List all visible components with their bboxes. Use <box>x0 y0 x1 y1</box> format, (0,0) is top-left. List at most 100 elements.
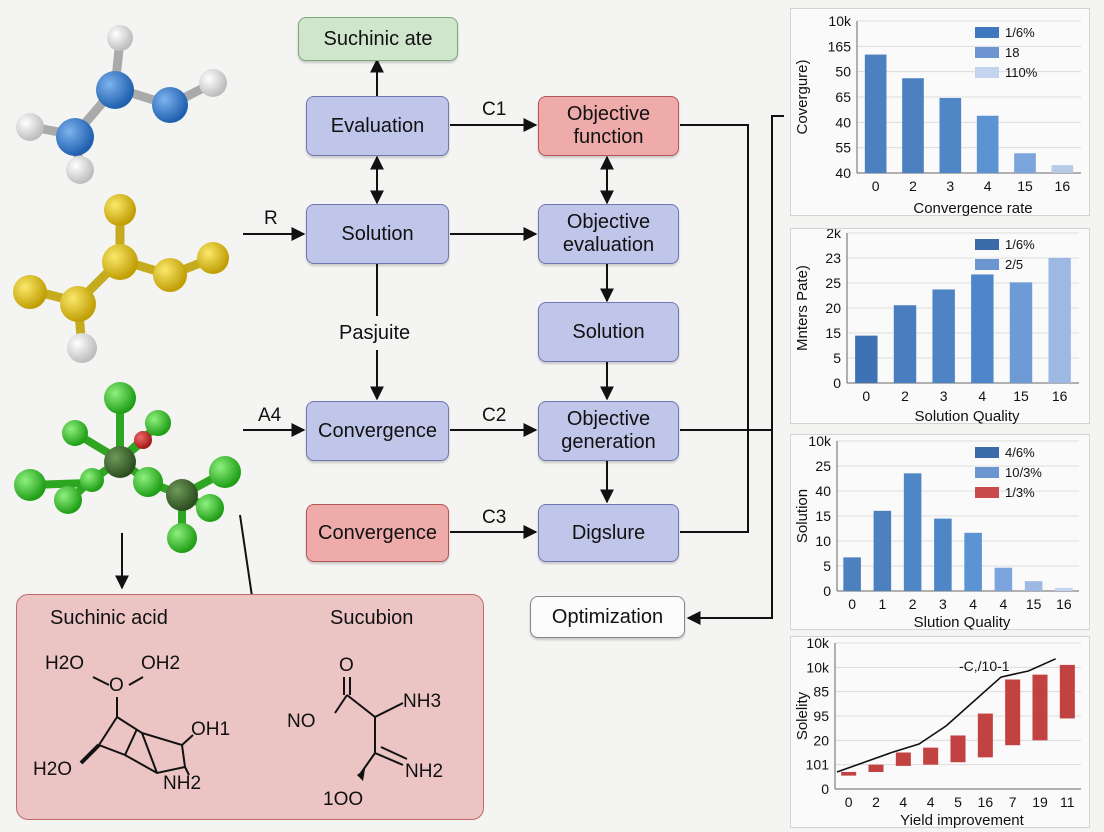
chart-range-bar <box>1032 674 1048 741</box>
y-axis-label: Mnters Pate) <box>794 265 811 351</box>
chart-bar <box>964 532 982 591</box>
x-axis-label: Yield improvement <box>900 812 1024 829</box>
chem-label-nh3: NH3 <box>403 691 442 712</box>
node-digslure: Digslure <box>538 504 679 562</box>
chem-label-oh2: OH2 <box>141 653 181 674</box>
chem-label-o: O <box>109 675 124 696</box>
y-tick-label: 10k <box>806 637 830 651</box>
x-tick-label: 3 <box>946 178 954 194</box>
y-tick-label: 15 <box>825 325 841 341</box>
node-solution-right: Solution <box>538 302 679 362</box>
x-axis-label: Solution Quality <box>914 408 1020 425</box>
legend-swatch <box>975 487 999 498</box>
x-tick-label: 0 <box>872 178 880 194</box>
chart-range-bar <box>1005 679 1021 746</box>
chem-label-h2o-top: H2O <box>45 653 85 674</box>
x-tick-label: 0 <box>848 596 856 612</box>
x-tick-label: 4 <box>999 596 1007 612</box>
arrow-to-optimization <box>686 115 784 625</box>
line-right-collector <box>680 124 749 533</box>
y-tick-label: 55 <box>835 140 851 156</box>
x-tick-label: 4 <box>969 596 977 612</box>
chart-bar <box>873 510 892 591</box>
x-tick-label: 5 <box>954 794 962 810</box>
node-objective-generation: Objective generation <box>538 401 679 461</box>
x-tick-label: 15 <box>1017 178 1033 194</box>
y-tick-label: 25 <box>825 275 841 291</box>
legend-label: 1/6% <box>1005 25 1035 40</box>
y-tick-label: 85 <box>813 684 829 700</box>
y-axis-label: Covergure) <box>794 59 811 134</box>
chart-bar <box>893 305 917 383</box>
x-tick-label: 4 <box>927 794 935 810</box>
chart-bar <box>1048 257 1071 383</box>
x-tick-label: 1 <box>878 596 886 612</box>
y-tick-label: 95 <box>813 708 829 724</box>
chart-range-bar <box>923 747 939 765</box>
edge-label-r: R <box>264 208 278 229</box>
node-label: Solution <box>341 222 414 245</box>
chem-label-no: NO <box>287 711 316 732</box>
legend-swatch <box>975 239 999 250</box>
y-tick-label: 50 <box>835 64 851 80</box>
node-label: Digslure <box>571 521 646 544</box>
yellow-molecule-icon <box>13 194 229 363</box>
legend-swatch <box>975 27 999 38</box>
x-tick-label: 16 <box>1052 388 1068 404</box>
chart-trend-line <box>836 658 1056 773</box>
legend-label: 1/6% <box>1005 237 1035 252</box>
y-tick-label: 0 <box>833 375 841 391</box>
node-label: Suchinic ate <box>323 27 433 50</box>
node-convergence-red: Convergence <box>306 504 449 562</box>
chart-bar <box>932 289 955 383</box>
edge-label-c3: C3 <box>482 507 507 528</box>
x-tick-label: 3 <box>939 596 947 612</box>
chart-bar <box>1024 581 1043 591</box>
chart-bar <box>934 518 952 591</box>
edge-label-pasjuite: Pasjuite <box>339 322 411 344</box>
x-tick-label: 4 <box>984 178 992 194</box>
node-objective-evaluation: Objective evaluation <box>538 204 679 264</box>
y-tick-label: 5 <box>833 350 841 366</box>
chart-annotation: -C,/10-1 <box>959 658 1010 674</box>
chart-range-bar <box>977 713 993 758</box>
y-tick-label: 15 <box>815 508 831 524</box>
node-objective-function: Objective function <box>538 96 679 156</box>
chart-bar <box>864 54 887 173</box>
x-tick-label: 16 <box>1055 178 1071 194</box>
y-axis-label: Solelity <box>794 691 811 740</box>
reaction-panel: Suchinic acid Sucubion <box>16 594 484 820</box>
y-tick-label: 0 <box>823 583 831 599</box>
x-tick-label: 16 <box>1056 596 1072 612</box>
chart-bar <box>902 78 924 173</box>
y-tick-label: 10 <box>815 533 831 549</box>
x-tick-label: 2 <box>872 794 880 810</box>
node-label: Convergence <box>318 419 437 442</box>
node-label: Objective function <box>566 103 651 148</box>
y-tick-label: 10k <box>806 659 830 675</box>
chem-label-oh1: OH1 <box>191 719 231 740</box>
structure-drawings <box>79 676 408 781</box>
legend-label: 110% <box>1005 65 1038 80</box>
edge-label-c2: C2 <box>482 405 507 426</box>
legend-swatch <box>975 467 999 478</box>
chart-bar <box>994 567 1013 591</box>
node-convergence: Convergence <box>306 401 449 461</box>
y-tick-label: 20 <box>825 300 841 316</box>
chart-bar <box>1055 587 1073 591</box>
x-tick-label: 4 <box>899 794 907 810</box>
node-optimization: Optimization <box>530 596 685 638</box>
chart-bar <box>1009 282 1033 383</box>
chem-label-o-right: O <box>339 655 354 676</box>
node-label: Convergence <box>318 521 437 544</box>
chart-bar <box>1051 165 1074 173</box>
y-tick-label: 2k <box>826 229 842 241</box>
chart-bar <box>976 115 999 173</box>
chart-range-bar <box>1059 664 1075 719</box>
chart-bar <box>855 335 878 383</box>
y-tick-label: 20 <box>813 732 829 748</box>
